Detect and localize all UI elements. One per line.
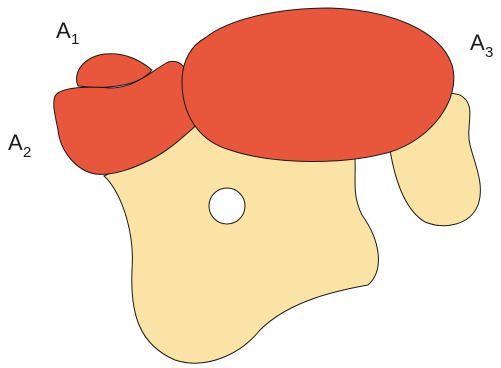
label-a2-main: A: [8, 130, 23, 155]
label-a3-sub: 3: [485, 44, 493, 61]
label-a3: A 3: [470, 30, 493, 61]
label-a2-sub: 2: [23, 144, 31, 161]
label-a1-sub: 1: [71, 31, 79, 48]
label-a1-main: A: [56, 18, 71, 43]
label-a3-main: A: [470, 30, 485, 55]
region-a3: [182, 8, 454, 162]
label-a2: A 2: [8, 130, 31, 161]
label-a1: A 1: [56, 18, 79, 48]
hole: [209, 188, 245, 224]
